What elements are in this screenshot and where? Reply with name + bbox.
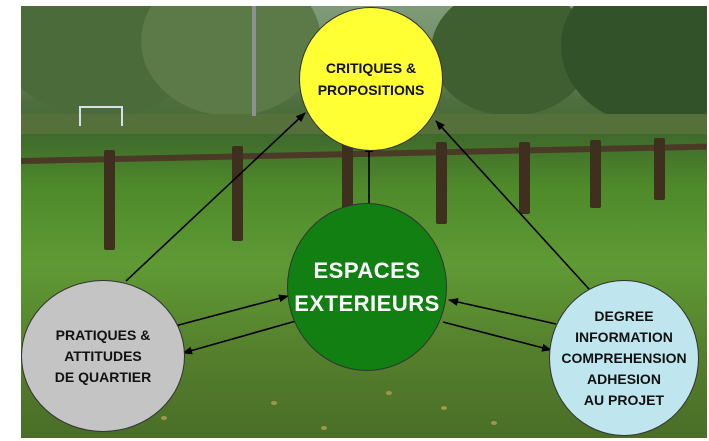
arrow-espaces-to-degree — [442, 321, 552, 352]
fence-post — [590, 140, 601, 208]
arrow-degree-to-critiques — [435, 120, 590, 290]
fence-post — [342, 144, 353, 214]
node-label: PRATIQUES & ATTITUDES DE QUARTIER — [54, 326, 152, 385]
fallen-leaf — [161, 416, 167, 420]
fallen-leaf — [271, 401, 277, 405]
fallen-leaf — [491, 421, 497, 425]
arrow-espaces-to-pratiques — [182, 320, 297, 355]
node-label: CRITIQUES & PROPOSITIONS — [317, 60, 425, 98]
arrow-pratiques-to-espaces — [174, 294, 289, 327]
football-goal — [79, 106, 123, 126]
fence-post — [104, 150, 115, 250]
node-espaces-exterieurs: ESPACES EXTERIEURS — [287, 203, 447, 371]
node-critiques-propositions: CRITIQUES & PROPOSITIONS — [299, 7, 443, 151]
arrow-pratiques-to-critiques — [125, 112, 306, 282]
fence-post — [519, 142, 530, 214]
fallen-leaf — [321, 426, 327, 430]
fallen-leaf — [386, 391, 392, 395]
node-pratiques-attitudes: PRATIQUES & ATTITUDES DE QUARTIER — [21, 280, 185, 432]
arrow-degree-to-espaces — [448, 298, 557, 325]
node-degree-information: DEGREE INFORMATION COMPREHENSION ADHESIO… — [549, 280, 699, 436]
fallen-leaf — [441, 406, 447, 410]
fence-post — [436, 142, 447, 224]
fence-post — [654, 138, 665, 200]
fence-post — [232, 146, 243, 241]
node-label: ESPACES EXTERIEURS — [294, 258, 440, 316]
node-label: DEGREE INFORMATION COMPREHENSION ADHESIO… — [561, 307, 687, 408]
light-pole — [252, 6, 256, 116]
